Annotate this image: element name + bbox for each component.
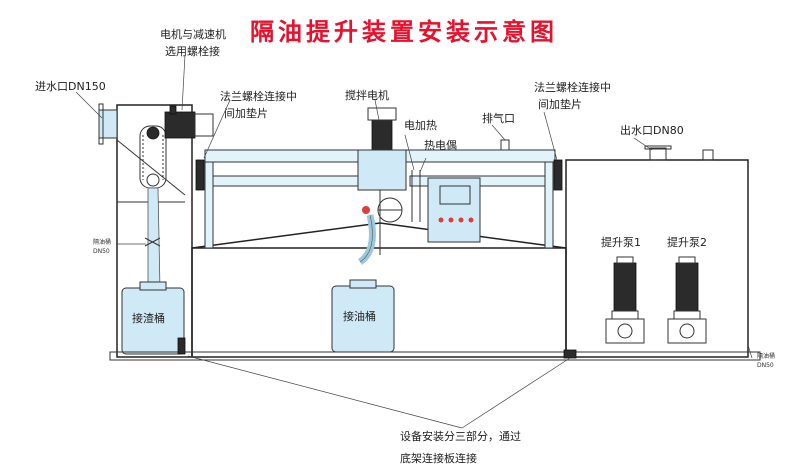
leader-lines: [75, 54, 753, 429]
flange-left-label-2: 间加垫片: [224, 106, 268, 120]
pump1-label: 提升泵1: [601, 236, 641, 249]
lift-tank-unit: [565, 145, 749, 358]
small-left-label-2: DN50: [93, 248, 110, 255]
stirring-motor-label: 搅拌电机: [345, 88, 389, 102]
diagram-title: 隔油提升装置安装示意图: [250, 17, 558, 46]
thermocouple-label: 热电偶: [424, 139, 457, 152]
vent-label: 排气口: [482, 111, 515, 125]
outlet-label: 出水口DN80: [620, 123, 684, 137]
small-left-label-1: 隔油桶: [93, 238, 111, 246]
flange-connections: [177, 159, 577, 359]
lift-pump-1: [605, 256, 645, 344]
bucket-mid-label: 接油桶: [343, 309, 376, 323]
oil-separation-unit: [191, 107, 567, 358]
bucket-left-label: 接渣桶: [132, 311, 165, 325]
small-right-label-2: DN50: [757, 362, 774, 369]
electric-heat-label: 电加热: [404, 119, 437, 132]
solids-separation-unit: [98, 103, 214, 358]
note-label-1: 设备安装分三部分，通过: [400, 429, 521, 443]
pump2-label: 提升泵2: [667, 236, 707, 249]
note-label-2: 底架连接板连接: [400, 451, 477, 465]
flange-right-label-2: 间加垫片: [538, 97, 582, 111]
base-frame: [109, 351, 761, 361]
motor-reducer-label-1: 电机与减速机: [160, 27, 226, 41]
inlet-label: 进水口DN150: [35, 80, 106, 93]
motor-reducer-label-2: 选用螺栓接: [165, 44, 220, 58]
small-right-label-1: 隔油桶: [757, 352, 775, 360]
lift-pump-2: [667, 256, 707, 344]
flange-right-label-1: 法兰螺栓连接中: [534, 80, 611, 94]
flange-left-label-1: 法兰螺栓连接中: [220, 89, 297, 103]
